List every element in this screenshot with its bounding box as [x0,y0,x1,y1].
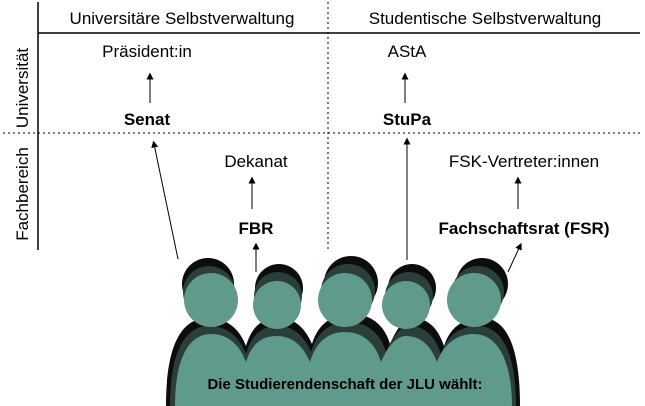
node-praesident: Präsident:in [102,42,192,61]
node-asta: AStA [388,42,427,61]
row-label-fachbereich: Fachbereich [13,147,32,241]
node-stupa: StuPa [383,110,432,129]
node-fbr: FBR [239,219,274,238]
arrow-students-to-fsr [507,242,522,273]
row-label-universitaet: Universität [13,48,32,129]
node-dekanat: Dekanat [224,152,288,171]
column-header-right: Studentische Selbstverwaltung [369,9,601,28]
column-header-left: Universitäre Selbstverwaltung [70,9,295,28]
node-fsr: Fachschaftsrat (FSR) [439,219,610,238]
arrow-students-to-senat [151,140,179,260]
node-fsk: FSK-Vertreter:innen [449,152,599,171]
students-crowd-illustration [166,256,520,406]
students-footer-label: Die Studierendenschaft der JLU wählt: [207,376,482,393]
node-senat: Senat [124,110,171,129]
